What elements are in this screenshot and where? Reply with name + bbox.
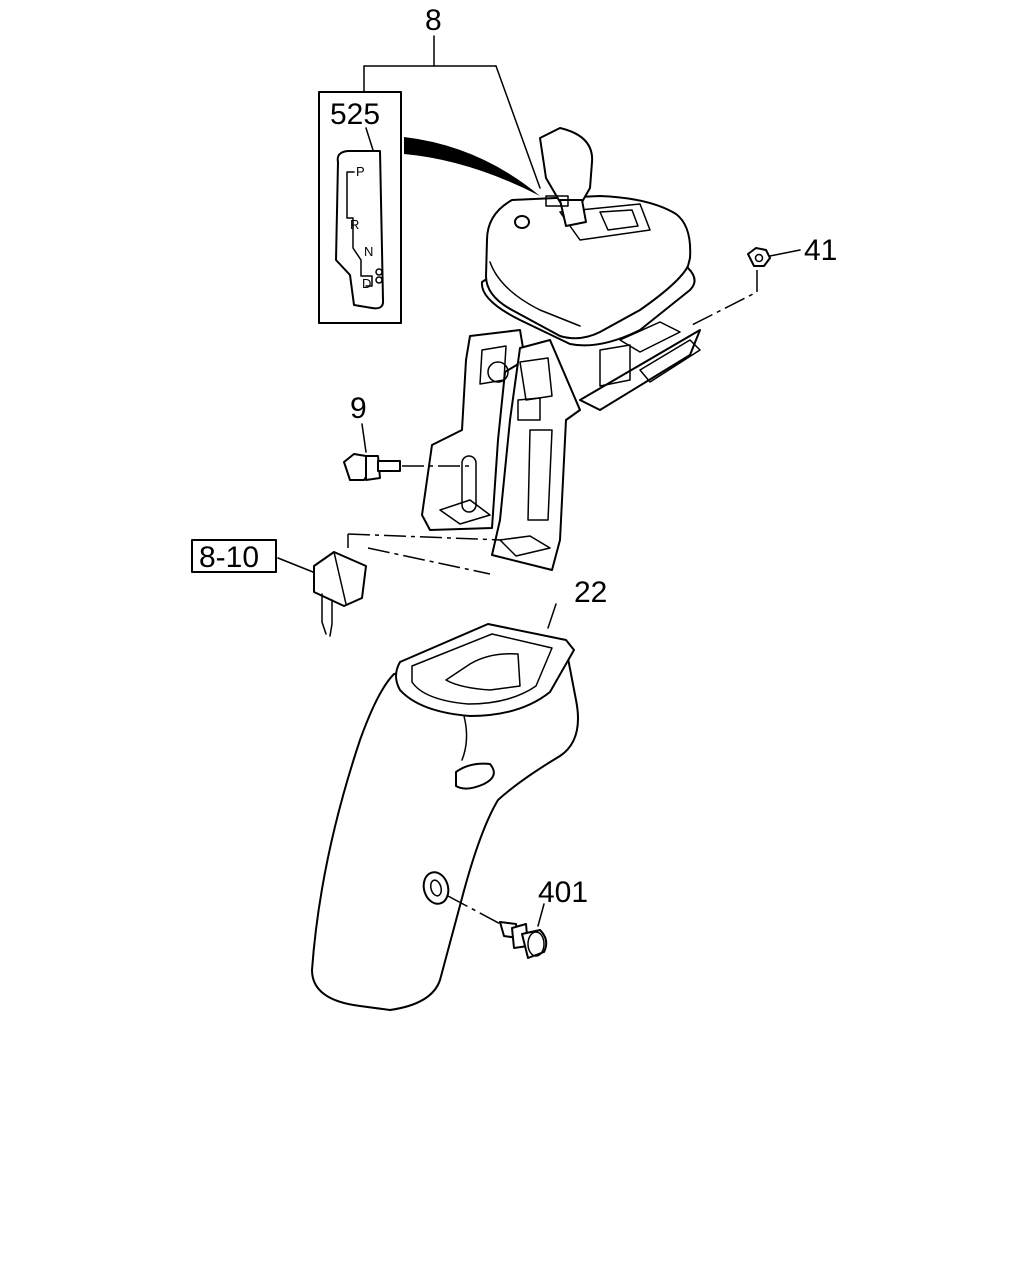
shift-knob bbox=[539, 127, 594, 227]
shifter-bracket bbox=[421, 321, 701, 571]
gate-label-r: R bbox=[350, 217, 359, 232]
console-cover-22 bbox=[311, 603, 579, 1011]
gate-label-p: P bbox=[356, 164, 365, 179]
gate-label-n: N bbox=[364, 244, 373, 259]
callout-525: 525 bbox=[330, 98, 380, 131]
callout-22: 22 bbox=[574, 576, 607, 609]
callout-8: 8 bbox=[425, 4, 442, 37]
callout-401: 401 bbox=[538, 876, 588, 909]
gate-label-d: D bbox=[362, 276, 371, 291]
connector-8-10 bbox=[191, 533, 503, 637]
detail-pointer-arrow bbox=[404, 137, 540, 196]
bolt-9 bbox=[343, 423, 472, 481]
shifter-housing bbox=[480, 195, 696, 347]
callout-9: 9 bbox=[350, 392, 367, 425]
callout-8-leader bbox=[363, 35, 541, 189]
clip-401 bbox=[499, 903, 548, 959]
callout-8-10: 8-10 bbox=[199, 541, 259, 574]
detail-box-525 bbox=[318, 91, 402, 324]
nut-41 bbox=[689, 247, 801, 327]
callout-41: 41 bbox=[804, 234, 837, 267]
